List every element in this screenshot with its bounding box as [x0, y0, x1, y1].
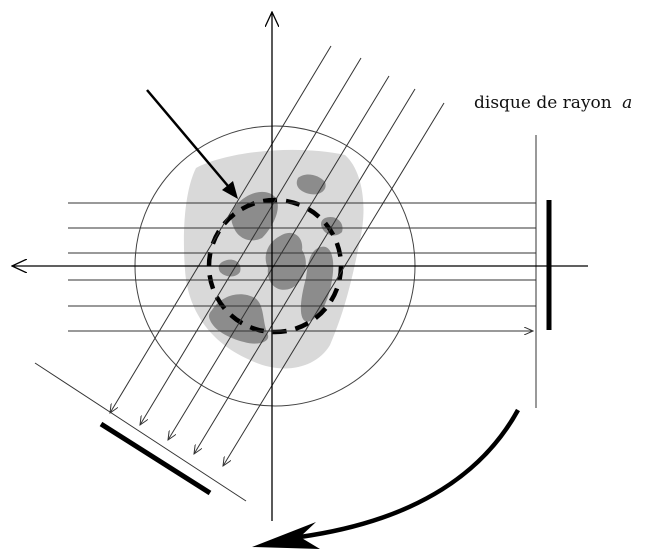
- oblique-ray-arrow: [110, 45, 332, 413]
- oblique-ray-arrow: [223, 102, 445, 466]
- detector-oblique: [99, 421, 212, 496]
- disk-label-text: disque de rayon: [474, 93, 612, 113]
- inclusion-top-right: [296, 174, 326, 195]
- oblique-rays: [110, 45, 445, 466]
- pointer-arrow: [146, 89, 238, 199]
- projection-line-oblique: [34, 362, 247, 502]
- oblique-ray-arrow: [140, 57, 362, 425]
- horizontal-rays: [68, 202, 536, 331]
- disk-label: disque de rayon a: [474, 93, 632, 113]
- inclusion-left-small: [218, 259, 241, 277]
- oblique-ray-arrow: [168, 75, 390, 440]
- disk-label-variable: a: [622, 93, 632, 113]
- rotation-arrow: [252, 408, 520, 549]
- inclusion-center: [265, 232, 306, 290]
- oblique-ray-arrow: [194, 88, 416, 454]
